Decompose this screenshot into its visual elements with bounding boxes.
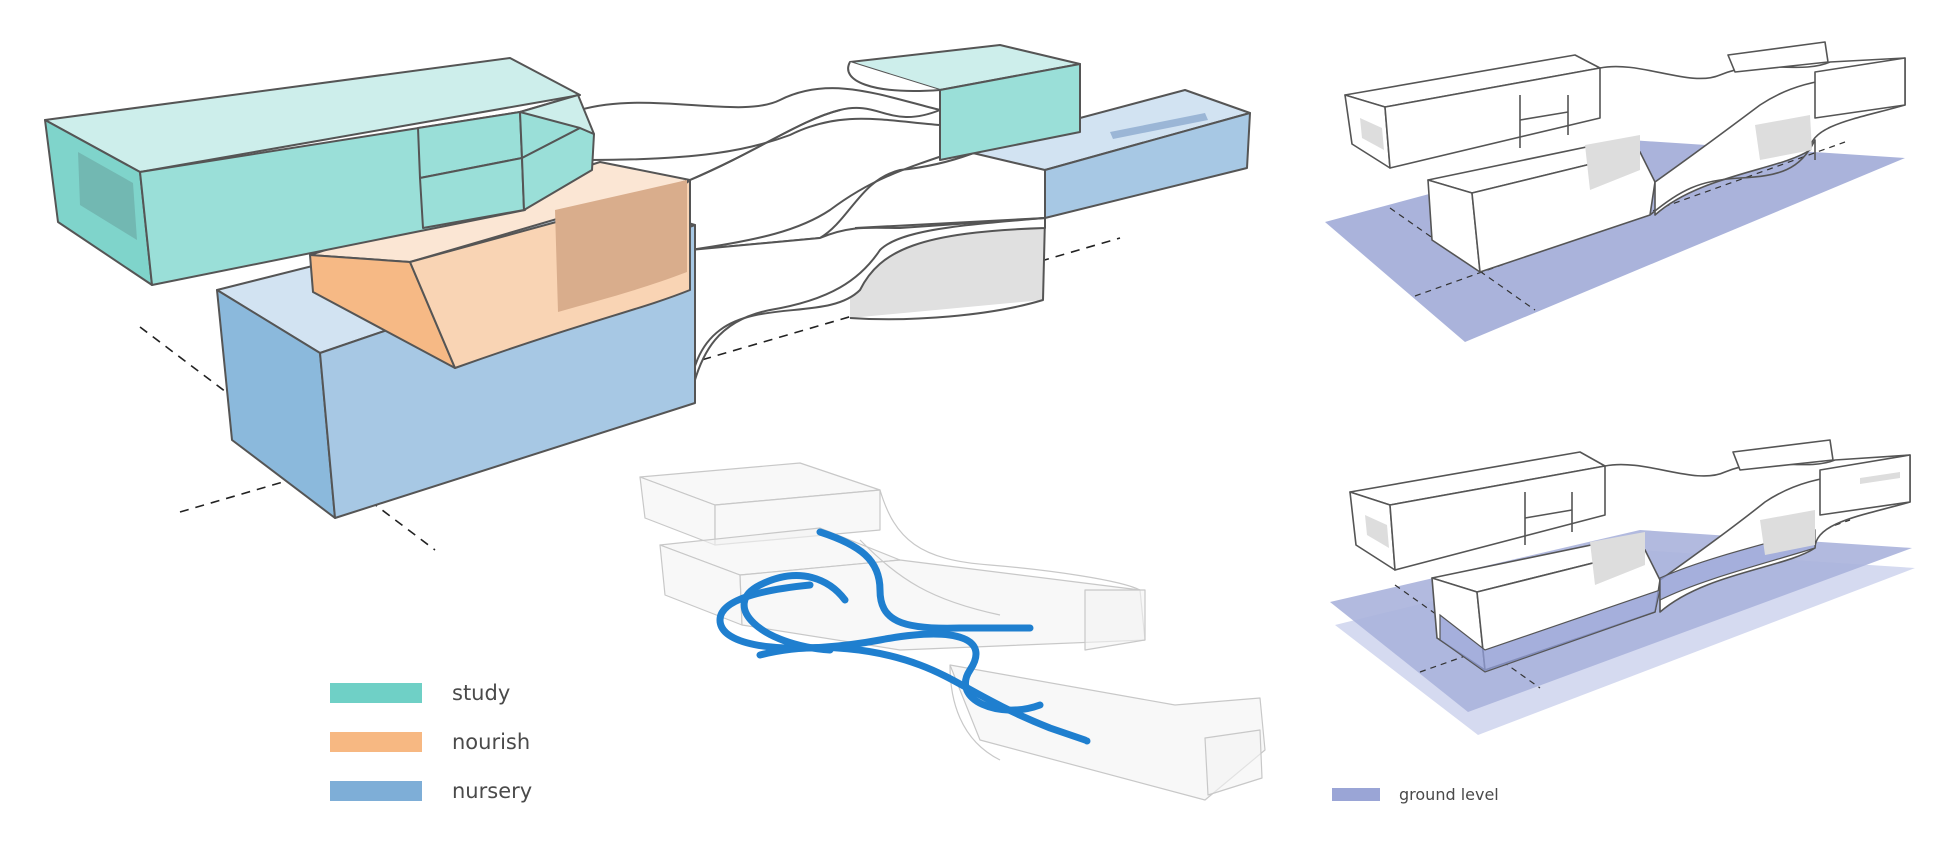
- ground-legend: ground level: [1332, 785, 1499, 804]
- study-wing-right: [847, 44, 1081, 161]
- nursery-wing-right: [959, 89, 1251, 219]
- top-building-shadows: [1360, 115, 1812, 190]
- path-endpoint: [1083, 737, 1091, 745]
- legend-swatch-ground-level: [1332, 788, 1380, 801]
- nursery-right-slot: [1110, 113, 1208, 139]
- legend-label-study: study: [452, 681, 510, 705]
- legend-swatch-nursery: [330, 781, 422, 801]
- ground-diagram-top: [1325, 41, 1906, 342]
- circulation-diagram: [639, 462, 1266, 801]
- legend-label-ground-level: ground level: [1399, 785, 1499, 804]
- legend-item-nourish: nourish: [330, 730, 530, 754]
- legend-label-nourish: nourish: [452, 730, 530, 754]
- shadow-block-outline: [849, 217, 1046, 321]
- study-right-front: [939, 63, 1081, 161]
- ground-diagram-bottom: [1330, 439, 1915, 735]
- circulation-paths: [716, 528, 1089, 744]
- bridge-curve-2: [589, 117, 941, 161]
- program-legend: study nourish nursery: [330, 681, 532, 803]
- legend-swatch-nourish: [330, 732, 422, 752]
- nourish-window: [555, 180, 687, 312]
- legend-swatch-study: [330, 683, 422, 703]
- bridge-front-surface: [689, 217, 1046, 401]
- study-right-lip: [847, 61, 941, 92]
- nursery-right-front: [1044, 112, 1251, 219]
- study-step-side-2: [521, 127, 595, 211]
- path-route-4: [740, 572, 849, 654]
- bridge-curve-3: [689, 109, 841, 181]
- bridge-curve-1: [579, 87, 941, 111]
- bottom-building-shadows: [1365, 472, 1900, 585]
- bridge-curve-4: [689, 149, 961, 251]
- legend-item-study: study: [330, 681, 510, 705]
- main-massing: [44, 44, 1251, 551]
- legend-item-nursery: nursery: [330, 779, 532, 803]
- study-left-window: [78, 152, 137, 240]
- study-block: [44, 57, 595, 286]
- bridge-curve-5: [689, 217, 1046, 401]
- ghost-volumes: [639, 462, 1266, 801]
- path-route-1: [816, 528, 1034, 632]
- study-step-top: [519, 94, 595, 135]
- legend-label-nursery: nursery: [452, 779, 532, 803]
